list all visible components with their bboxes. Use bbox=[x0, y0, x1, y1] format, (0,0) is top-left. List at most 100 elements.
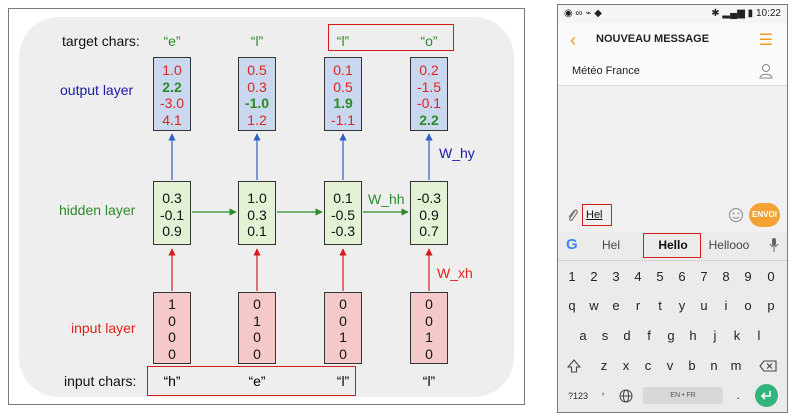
battery-icon: ▮ bbox=[747, 8, 754, 19]
hidden-value: -0.1 bbox=[159, 206, 185, 223]
globe-icon[interactable] bbox=[619, 389, 633, 403]
enter-key[interactable] bbox=[755, 384, 778, 407]
phone-screen: ◉ ∞ ⌁ ◆ ✱ ▂▄▆ ▮ 10:22 ‹ NOUVEAU MESSAGE … bbox=[557, 4, 788, 413]
key-f[interactable]: f bbox=[647, 328, 651, 343]
output-value: 1.9 bbox=[333, 95, 353, 111]
key-b[interactable]: b bbox=[688, 358, 696, 373]
key-d[interactable]: d bbox=[623, 328, 631, 343]
key-k[interactable]: k bbox=[733, 328, 741, 343]
mic-icon[interactable] bbox=[769, 237, 779, 253]
menu-icon[interactable]: ☰ bbox=[758, 32, 773, 49]
key-u[interactable]: u bbox=[700, 298, 708, 313]
app-bar: ‹ NOUVEAU MESSAGE ☰ bbox=[558, 23, 787, 59]
hidden-vector-3: 0.1 -0.5 -0.3 bbox=[324, 181, 362, 245]
back-icon[interactable]: ‹ bbox=[570, 30, 576, 50]
input-value: 1 bbox=[339, 329, 347, 345]
key-a[interactable]: a bbox=[579, 328, 587, 343]
suggestion-1[interactable]: Hel bbox=[601, 238, 620, 252]
backspace-icon[interactable] bbox=[759, 360, 777, 372]
google-icon[interactable]: G bbox=[566, 236, 578, 253]
target-char-1: “e” bbox=[163, 33, 181, 49]
input-vector-1: 1 0 0 0 bbox=[153, 292, 191, 364]
target-chars-label: target chars: bbox=[62, 33, 140, 49]
input-char-3: “l” bbox=[336, 373, 350, 389]
comma-key[interactable]: , bbox=[601, 385, 605, 397]
key-5[interactable]: 5 bbox=[656, 269, 664, 284]
input-char-4: “l” bbox=[422, 373, 436, 389]
key-o[interactable]: o bbox=[744, 298, 752, 313]
key-x[interactable]: x bbox=[622, 358, 630, 373]
space-key[interactable]: EN • FR bbox=[643, 387, 723, 404]
recipient-row[interactable]: Météo France bbox=[558, 59, 787, 86]
notification-icons: ◉ ∞ ⌁ ◆ bbox=[564, 8, 602, 19]
key-s[interactable]: s bbox=[601, 328, 609, 343]
hidden-value: 1.0 bbox=[247, 190, 267, 206]
hidden-vector-1: 0.3 -0.1 0.9 bbox=[153, 181, 191, 245]
key-t[interactable]: t bbox=[658, 298, 662, 313]
w-xh-label: W_xh bbox=[437, 265, 473, 281]
input-value: 0 bbox=[253, 329, 261, 345]
emoji-icon[interactable] bbox=[728, 207, 744, 223]
input-value: 0 bbox=[253, 345, 261, 362]
suggestion-highlight-box bbox=[643, 233, 701, 258]
message-input[interactable]: Hel bbox=[582, 204, 612, 226]
key-4[interactable]: 4 bbox=[634, 269, 642, 284]
symbols-key[interactable]: ?123 bbox=[567, 391, 589, 401]
output-vector-3: 0.1 0.5 1.9 -1.1 bbox=[324, 57, 362, 131]
keyboard: G Hel Hello Hellooo 1 2 3 4 5 6 7 8 9 0 … bbox=[558, 232, 787, 412]
input-value: 0 bbox=[339, 345, 347, 362]
send-button[interactable]: ENVOI bbox=[749, 203, 780, 227]
status-right: ✱ ▂▄▆ ▮ 10:22 bbox=[711, 8, 781, 19]
key-q[interactable]: q bbox=[568, 298, 576, 313]
suggestion-3[interactable]: Hellooo bbox=[708, 238, 750, 252]
hidden-value: -0.3 bbox=[330, 223, 356, 239]
input-chars-label: input chars: bbox=[64, 373, 137, 389]
suggestion-2[interactable]: Hello bbox=[658, 238, 688, 252]
key-9[interactable]: 9 bbox=[744, 269, 752, 284]
key-2[interactable]: 2 bbox=[590, 269, 598, 284]
output-value: 4.1 bbox=[162, 111, 182, 128]
hidden-layer-label: hidden layer bbox=[59, 202, 136, 218]
key-1[interactable]: 1 bbox=[568, 269, 576, 284]
key-p[interactable]: p bbox=[767, 298, 775, 313]
attach-icon[interactable] bbox=[566, 207, 578, 223]
key-0[interactable]: 0 bbox=[767, 269, 775, 284]
target-char-2: “l” bbox=[250, 33, 264, 49]
output-value: -1.5 bbox=[416, 78, 442, 95]
key-y[interactable]: y bbox=[678, 298, 686, 313]
key-i[interactable]: i bbox=[724, 298, 728, 313]
input-char-1: “h” bbox=[163, 373, 181, 389]
key-g[interactable]: g bbox=[667, 328, 675, 343]
input-layer-label: input layer bbox=[71, 320, 136, 336]
input-vector-3: 0 0 1 0 bbox=[324, 292, 362, 364]
key-c[interactable]: c bbox=[644, 358, 652, 373]
key-h[interactable]: h bbox=[689, 328, 697, 343]
output-value: 2.2 bbox=[162, 78, 182, 95]
key-w[interactable]: w bbox=[589, 298, 599, 313]
shift-icon[interactable] bbox=[567, 359, 581, 373]
key-m[interactable]: m bbox=[730, 358, 742, 373]
input-value: 0 bbox=[425, 345, 433, 362]
key-8[interactable]: 8 bbox=[722, 269, 730, 284]
output-value: -1.1 bbox=[330, 111, 356, 128]
input-value: 0 bbox=[339, 312, 347, 329]
hidden-value: 0.9 bbox=[162, 223, 182, 239]
key-7[interactable]: 7 bbox=[700, 269, 708, 284]
target-char-4: “o” bbox=[420, 33, 438, 49]
key-r[interactable]: r bbox=[635, 298, 641, 313]
key-j[interactable]: j bbox=[713, 328, 717, 343]
contact-icon[interactable] bbox=[759, 63, 773, 79]
key-6[interactable]: 6 bbox=[678, 269, 686, 284]
message-text: Hel bbox=[586, 209, 603, 221]
output-value: 0.5 bbox=[247, 62, 267, 78]
key-l[interactable]: l bbox=[757, 328, 761, 343]
key-3[interactable]: 3 bbox=[612, 269, 620, 284]
key-e[interactable]: e bbox=[612, 298, 620, 313]
key-z[interactable]: z bbox=[600, 358, 608, 373]
period-key[interactable]: . bbox=[736, 388, 740, 402]
page-title: NOUVEAU MESSAGE bbox=[596, 33, 710, 45]
key-v[interactable]: v bbox=[666, 358, 674, 373]
key-n[interactable]: n bbox=[710, 358, 718, 373]
output-vector-2: 0.5 0.3 -1.0 1.2 bbox=[238, 57, 276, 131]
hidden-value: 0.3 bbox=[162, 190, 182, 206]
